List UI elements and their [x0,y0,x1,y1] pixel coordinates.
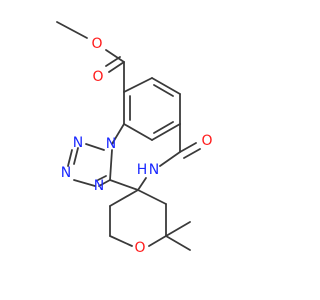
bond-bz-4 [151,123,181,141]
pyran-oxygen: O [134,240,145,256]
bond-o-carbonylc [105,49,125,63]
bond-bz-inner-2 [153,121,174,134]
benzene-ring [123,77,181,141]
amide-hydrogen: H [137,162,148,178]
ester-methoxy-oxygen: O [91,36,102,52]
tetrahydropyran-ring [109,189,191,251]
amide-nitrogen: N [149,162,159,178]
bond-carbonyl-double-a [108,61,125,73]
bond-tet-3 [67,149,73,167]
diazepinone-ring [109,123,201,191]
bond-tet-1 [109,149,113,181]
tetrazole-nitrogen-2: N [73,135,83,151]
bond-thp-4 [109,235,133,247]
bond-tet-4 [73,179,96,187]
methyl-ester-group [56,21,125,93]
bond-thp-6 [109,189,139,207]
tetrazole-nitrogen-4: N [94,178,104,194]
bond-methyl-a [165,221,191,237]
bond-tet-2 [85,143,105,151]
ester-carbonyl-oxygen: O [92,69,103,85]
bond-methyl-b [165,235,191,251]
bond-tet-5 [98,179,111,187]
bond-tet-double-2 [97,175,107,181]
bond-bz-2 [151,77,181,95]
atom-labels: O O O N H N N N N O [61,36,213,256]
bond-thp-3 [148,235,167,247]
bond-co-nh [159,151,181,167]
bond-carbonyl-double-b [105,56,121,67]
bond-bz-5 [123,123,153,141]
amide-carbonyl-oxygen: O [201,133,212,149]
bond-tetn-benz [111,123,125,145]
tetrazole-nitrogen-1: N [106,136,116,152]
bond-tet-double-1 [73,147,79,165]
bond-amide-co-b [183,148,201,159]
bond-nh-spiro [137,177,147,191]
bond-amide-co-a [179,142,197,153]
tetrazole-ring [67,143,113,187]
bond-bz-inner-1 [153,84,174,97]
bond-methyl-o [56,21,88,39]
molecule-diagram: O O O N H N N N N O [56,21,213,256]
bond-thp-1 [137,189,167,205]
bond-spiro-tetc [109,179,139,191]
tetrazole-nitrogen-3: N [61,165,71,181]
bond-bz-1 [123,77,153,93]
